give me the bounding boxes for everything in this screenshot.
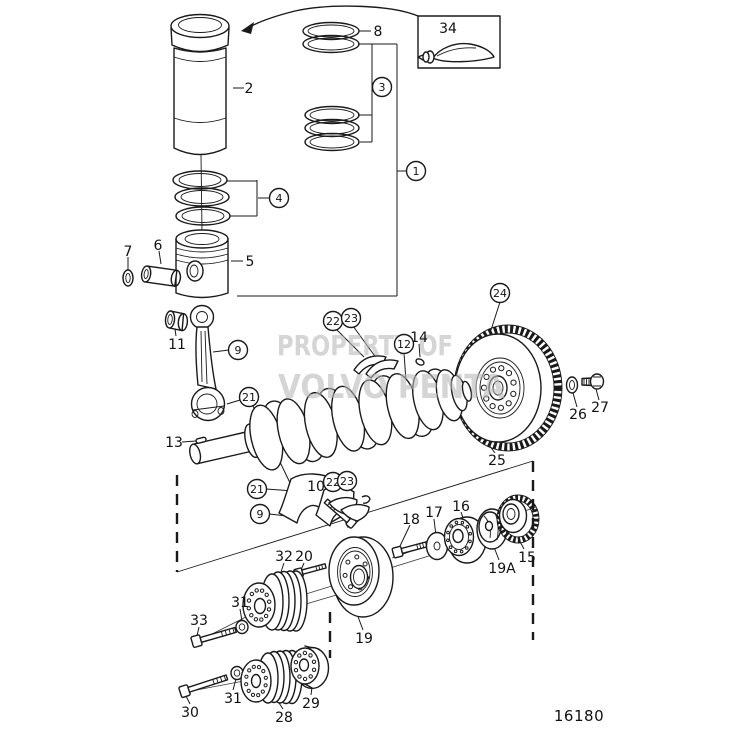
circled-part-label-22: 22 — [322, 310, 344, 332]
watermark: PROPERTY OF VOLVO PENTA — [277, 329, 505, 406]
circled-part-label-9: 9 — [249, 503, 271, 525]
svg-text:23: 23 — [340, 475, 354, 488]
woodruff-key — [195, 436, 207, 444]
vibration-damper — [328, 536, 394, 618]
svg-text:23: 23 — [344, 312, 358, 325]
circled-part-label-9: 9 — [227, 339, 249, 361]
part-label-28: 28 — [275, 710, 293, 726]
part-label-2: 2 — [245, 81, 254, 97]
part-label-10: 10 — [307, 479, 325, 495]
part-label-16: 16 — [452, 499, 470, 515]
double-pulley-holes — [244, 664, 268, 698]
flywheel-bolt — [581, 373, 605, 390]
part-label-29: 29 — [302, 696, 320, 712]
circled-part-label-23: 23 — [340, 307, 362, 329]
crankpin-plug — [415, 358, 425, 366]
circled-part-label-12: 12 — [393, 333, 415, 355]
spacer-holes — [293, 650, 317, 682]
svg-text:12: 12 — [397, 338, 411, 351]
part-label-32: 32 — [275, 549, 293, 565]
svg-text:22: 22 — [326, 476, 340, 489]
flywheel-washer — [565, 376, 579, 394]
part-label-27: 27 — [591, 400, 609, 416]
svg-text:21: 21 — [250, 483, 264, 496]
sealant-tube — [417, 42, 495, 64]
circled-part-label-4: 4 — [268, 187, 290, 209]
svg-text:9: 9 — [235, 344, 242, 357]
sealant-box — [417, 15, 501, 69]
flywheel-bolt-holes — [480, 365, 517, 411]
part-label-5: 5 — [246, 254, 255, 270]
part-label-26: 26 — [569, 407, 587, 423]
svg-text:9: 9 — [257, 508, 264, 521]
pulley-bolt-33 — [190, 626, 237, 649]
part-label-31: 31 — [231, 595, 249, 611]
circlip — [122, 269, 134, 287]
watermark-line2: VOLVO PENTA — [278, 367, 505, 406]
double-pulley — [240, 649, 303, 705]
long-bolt-30 — [178, 674, 229, 699]
part-label-20: 20 — [295, 549, 313, 565]
part-label-15: 15 — [518, 550, 536, 566]
part-label-25: 25 — [488, 453, 506, 469]
part-label-14: 14 — [410, 330, 428, 346]
part-label-31: 31 — [224, 691, 242, 707]
part-label-34: 34 — [439, 21, 457, 37]
piston-ring-kit — [302, 21, 360, 152]
polygon-hub — [443, 516, 487, 564]
part-label-19A: 19A — [488, 561, 516, 577]
crankshaft — [189, 368, 473, 471]
svg-text:3: 3 — [379, 81, 386, 94]
circled-part-label-3: 3 — [371, 76, 393, 98]
part-label-33: 33 — [190, 613, 208, 629]
part-label-18: 18 — [402, 512, 420, 528]
svg-text:4: 4 — [276, 192, 283, 205]
piston — [175, 229, 229, 299]
part-label-30: 30 — [181, 705, 199, 721]
part-label-13: 13 — [165, 435, 183, 451]
main-bearing-shells-lower — [328, 495, 371, 522]
crankshaft-gear — [496, 494, 540, 544]
piston-pin — [140, 265, 182, 287]
circled-part-label-21: 21 — [246, 478, 268, 500]
part-label-7: 7 — [124, 244, 133, 260]
pulley-nut-31b — [230, 665, 244, 681]
part-label-6: 6 — [154, 238, 163, 254]
cylinder-liner — [170, 13, 230, 233]
part-label-19: 19 — [355, 631, 373, 647]
piston-ring-set — [172, 170, 231, 226]
drawing-number: 16180 — [554, 707, 604, 725]
pulley-nut-31a — [235, 619, 249, 635]
spacer-hub — [290, 645, 330, 690]
svg-text:24: 24 — [493, 287, 507, 300]
bracket-lines — [227, 43, 398, 297]
circled-part-label-23: 23 — [336, 470, 358, 492]
pulley-holes — [246, 588, 272, 622]
svg-text:1: 1 — [413, 165, 420, 178]
svg-text:22: 22 — [326, 315, 340, 328]
svg-text:21: 21 — [242, 391, 256, 404]
crank-pulley — [242, 570, 308, 632]
part-label-17: 17 — [425, 505, 443, 521]
circled-part-label-24: 24 — [489, 282, 511, 304]
watermark-line1: PROPERTY OF — [277, 329, 453, 362]
part-label-8: 8 — [374, 24, 383, 40]
small-end-bushing — [164, 310, 189, 332]
flywheel — [453, 324, 563, 452]
curved-arrow — [241, 5, 419, 34]
circled-part-label-1: 1 — [405, 160, 427, 182]
part-label-11: 11 — [168, 337, 186, 353]
connecting-rod — [189, 304, 226, 422]
hub-bolt — [391, 540, 430, 559]
hub-rim-holes — [446, 520, 473, 554]
circled-part-label-21: 21 — [238, 386, 260, 408]
main-bearing-shells-upper — [353, 355, 399, 379]
